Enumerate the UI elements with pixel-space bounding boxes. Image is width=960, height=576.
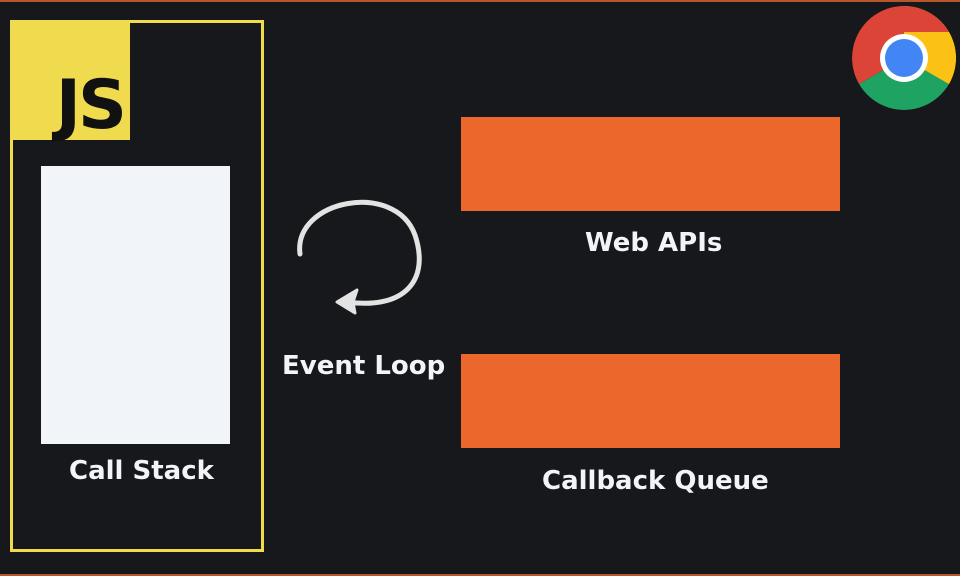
js-runtime-panel: [10, 20, 264, 552]
call-stack-label: Call Stack: [69, 456, 214, 486]
web-apis-box: [461, 117, 840, 211]
top-border: [0, 0, 960, 2]
loop-arrow-icon: [297, 199, 422, 315]
callback-queue-label: Callback Queue: [542, 466, 769, 496]
call-stack-box: [41, 166, 230, 444]
bottom-border: [0, 574, 960, 576]
js-logo-icon: JS: [10, 20, 130, 140]
callback-queue-box: [461, 354, 840, 448]
js-logo-text: JS: [55, 66, 127, 145]
event-loop-label: Event Loop: [282, 351, 446, 381]
web-apis-label: Web APIs: [585, 228, 723, 258]
chrome-icon: [852, 6, 956, 110]
